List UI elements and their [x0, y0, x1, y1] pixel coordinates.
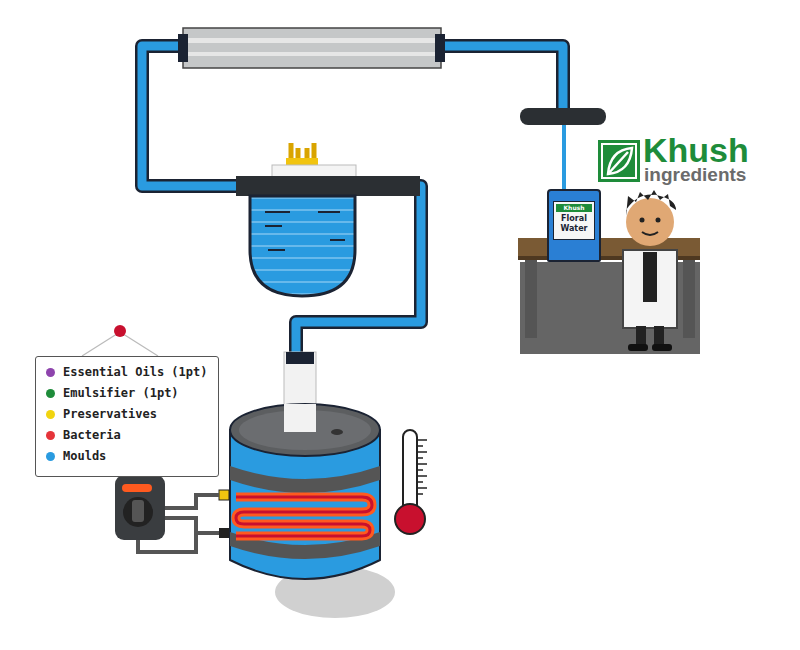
- legend-entry: Emulsifier (1pt): [46, 386, 208, 400]
- legend-text: Essential Oils (1pt): [63, 365, 208, 379]
- legend-pin: [82, 325, 158, 356]
- bottle-logo: Khush: [556, 204, 592, 212]
- lab-table: [518, 238, 700, 354]
- legend-entry: Moulds: [46, 449, 208, 463]
- legend-text: Moulds: [63, 449, 106, 463]
- legend-text: Emulsifier (1pt): [63, 386, 179, 400]
- scientist: [623, 190, 677, 351]
- thermometer: [395, 430, 427, 534]
- legend-box: Essential Oils (1pt) Emulsifier (1pt) Pres…: [35, 356, 219, 477]
- legend-entry: Preservatives: [46, 407, 208, 421]
- legend-swatch: [46, 410, 55, 419]
- legend-text: Preservatives: [63, 407, 157, 421]
- legend-swatch: [46, 389, 55, 398]
- legend-swatch: [46, 431, 55, 440]
- logo-mark: [598, 140, 640, 182]
- legend-swatch: [46, 368, 55, 377]
- legend-entry: Essential Oils (1pt): [46, 365, 208, 379]
- logo-subtitle: ingredients: [644, 165, 746, 186]
- condenser: [178, 28, 445, 68]
- separator-flask: [236, 143, 420, 296]
- floral-water-bottle: KhushFloral Water: [547, 189, 601, 262]
- bottle-label: KhushFloral Water: [553, 201, 595, 240]
- pipe-work: [142, 46, 564, 352]
- legend-entry: Bacteria: [46, 428, 208, 442]
- legend-text: Bacteria: [63, 428, 121, 442]
- dripper: [520, 108, 606, 125]
- product-name: Floral Water: [556, 214, 592, 234]
- barrel: [219, 404, 380, 579]
- logo-wordmark: Khush: [643, 132, 749, 169]
- power-socket: [115, 475, 219, 552]
- legend-swatch: [46, 452, 55, 461]
